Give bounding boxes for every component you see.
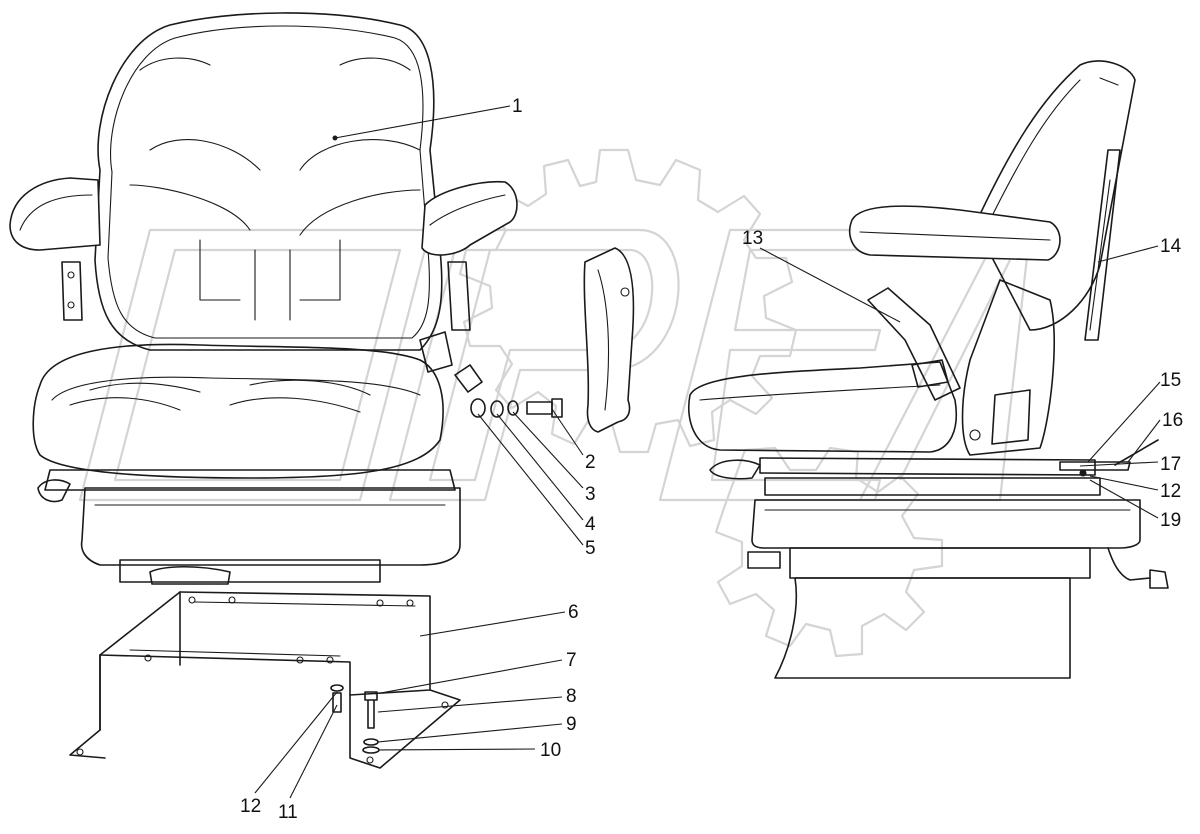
callout-2: 2 [585,452,596,473]
callout-5: 5 [585,538,596,559]
front-seat-view [9,12,518,769]
adjustment-lever [37,479,71,503]
callout-12-front: 12 [240,796,261,817]
callout-15: 15 [1160,370,1181,391]
right-armrest [421,180,518,256]
side-handle [991,389,1031,445]
seat-cushion [32,343,444,479]
callout-9: 9 [566,714,577,735]
side-cushion [688,361,957,453]
callout-1: 1 [512,96,523,117]
suspension-housing [751,499,1141,549]
side-seat-view [688,60,1169,679]
leader-lines [254,105,1161,799]
callout-16: 16 [1162,410,1183,431]
callout-14: 14 [1160,236,1182,257]
mounting-frame [69,591,461,769]
exploded-parts [470,247,635,433]
watermark-gear [458,148,944,658]
callout-4: 4 [585,514,596,535]
callout-13: 13 [742,228,763,249]
side-seat-belt [867,287,961,401]
callout-17: 17 [1160,454,1181,475]
backrest [94,12,443,351]
callout-12-side: 12 [1160,481,1181,502]
callout-19: 19 [1160,510,1181,531]
callout-11: 11 [278,802,298,823]
rear-adjuster [1084,149,1121,341]
left-armrest [9,177,101,251]
callout-6: 6 [568,602,579,623]
callout-8: 8 [566,686,577,707]
callout-3: 3 [585,484,596,505]
seat-belt-buckle [419,331,453,373]
callout-7: 7 [566,650,577,671]
side-backrest [974,60,1136,331]
side-armrest [848,205,1061,261]
callout-10: 10 [540,740,561,761]
callout-labels: 1 2 3 4 5 6 7 8 9 10 11 12 12 13 14 15 1… [240,96,1183,823]
